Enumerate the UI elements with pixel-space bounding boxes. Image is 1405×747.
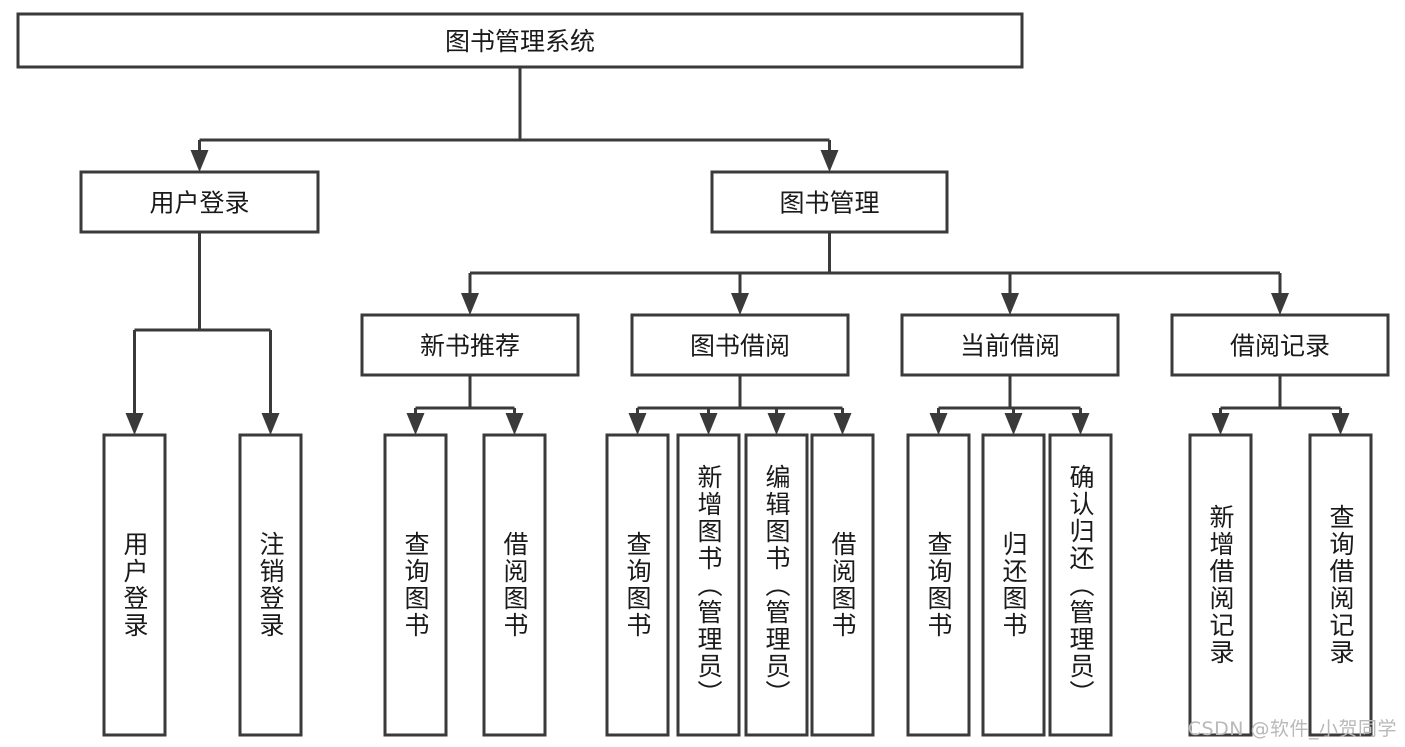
node-leaf-borrow-book-2-rect[interactable]	[810, 433, 875, 737]
arrow-to-leaf-edit-book	[767, 413, 786, 435]
node-user-login[interactable]: 用户登录	[79, 170, 320, 234]
node-leaf-query-book-2-rect[interactable]	[605, 433, 670, 737]
arrow-to-leaf-user-logout	[261, 413, 280, 435]
arrow-to-leaf-query-book-1	[406, 413, 425, 435]
arrow-to-leaf-borrow-book-1	[505, 413, 524, 435]
arrow-to-leaf-query-book-3	[929, 413, 948, 435]
arrow-to-book-borrow	[731, 293, 749, 315]
node-user-login-rect[interactable]	[79, 170, 320, 234]
node-leaf-return-book[interactable]	[981, 433, 1046, 737]
node-borrow-record-label: 借阅记录	[1230, 332, 1330, 361]
node-leaf-query-book-3[interactable]	[906, 433, 971, 737]
node-leaf-query-book-1-rect[interactable]	[383, 433, 448, 737]
node-leaf-user-logout-rect[interactable]	[238, 433, 303, 737]
arrow-to-leaf-return-book	[1004, 413, 1023, 435]
node-book-borrow[interactable]: 图书借阅	[630, 313, 850, 377]
node-leaf-user-login-rect[interactable]	[102, 433, 167, 737]
node-new-book-recommend-rect[interactable]	[360, 313, 580, 377]
arrow-to-leaf-confirm-return	[1071, 413, 1090, 435]
arrow-to-leaf-borrow-book-2	[833, 413, 852, 435]
node-leaf-query-book-2[interactable]	[605, 433, 670, 737]
arrow-to-leaf-query-book-2	[628, 413, 647, 435]
node-leaf-query-book-1[interactable]	[383, 433, 448, 737]
node-current-borrow-rect[interactable]	[900, 313, 1120, 377]
arrow-to-borrow-record	[1271, 293, 1289, 315]
node-leaf-borrow-book-1-rect[interactable]	[482, 433, 547, 737]
node-book-borrow-label: 图书借阅	[690, 332, 790, 361]
node-new-book-recommend[interactable]: 新书推荐	[360, 313, 580, 377]
node-root-system[interactable]: 图书管理系统	[16, 12, 1024, 69]
connector-lines	[125, 67, 1350, 435]
node-user-login-label: 用户登录	[149, 189, 249, 218]
node-leaf-query-record[interactable]	[1308, 433, 1373, 737]
node-book-manage-label: 图书管理	[779, 189, 879, 218]
watermark-text: CSDN @软件_小贺同学	[1187, 718, 1397, 740]
node-leaf-return-book-rect[interactable]	[981, 433, 1046, 737]
node-leaf-query-book-3-rect[interactable]	[906, 433, 971, 737]
node-book-manage-rect[interactable]	[710, 170, 949, 234]
node-borrow-record[interactable]: 借阅记录	[1170, 313, 1390, 377]
arrow-to-leaf-add-record	[1211, 413, 1230, 435]
node-leaf-confirm-return-rect[interactable]	[1048, 433, 1113, 737]
node-leaf-user-logout[interactable]	[238, 433, 303, 737]
arrow-to-user-login	[190, 150, 209, 172]
node-leaf-user-login[interactable]	[102, 433, 167, 737]
node-leaf-edit-book-rect[interactable]	[744, 433, 809, 737]
node-current-borrow[interactable]: 当前借阅	[900, 313, 1120, 377]
node-leaf-borrow-book-2[interactable]	[810, 433, 875, 737]
node-root-system-rect[interactable]	[16, 12, 1024, 69]
node-leaf-add-book-rect[interactable]	[676, 433, 741, 737]
node-new-book-recommend-label: 新书推荐	[420, 332, 520, 361]
arrow-to-leaf-user-login	[125, 413, 144, 435]
arrow-to-new-book-recommend	[461, 293, 479, 315]
node-leaf-edit-book[interactable]	[744, 433, 809, 737]
node-root-system-label: 图书管理系统	[445, 27, 595, 56]
node-leaf-confirm-return[interactable]	[1048, 433, 1113, 737]
node-leaf-add-record[interactable]	[1188, 433, 1253, 737]
node-leaf-add-book[interactable]	[676, 433, 741, 737]
arrow-to-leaf-query-record	[1331, 413, 1350, 435]
node-book-borrow-rect[interactable]	[630, 313, 850, 377]
node-borrow-record-rect[interactable]	[1170, 313, 1390, 377]
arrow-to-current-borrow	[1001, 293, 1019, 315]
arrow-to-book-manage	[820, 150, 839, 172]
node-leaf-add-record-rect[interactable]	[1188, 433, 1253, 737]
node-leaf-borrow-book-1[interactable]	[482, 433, 547, 737]
node-book-manage[interactable]: 图书管理	[710, 170, 949, 234]
node-current-borrow-label: 当前借阅	[960, 332, 1060, 361]
node-leaf-query-record-rect[interactable]	[1308, 433, 1373, 737]
arrow-to-leaf-add-book	[699, 413, 718, 435]
